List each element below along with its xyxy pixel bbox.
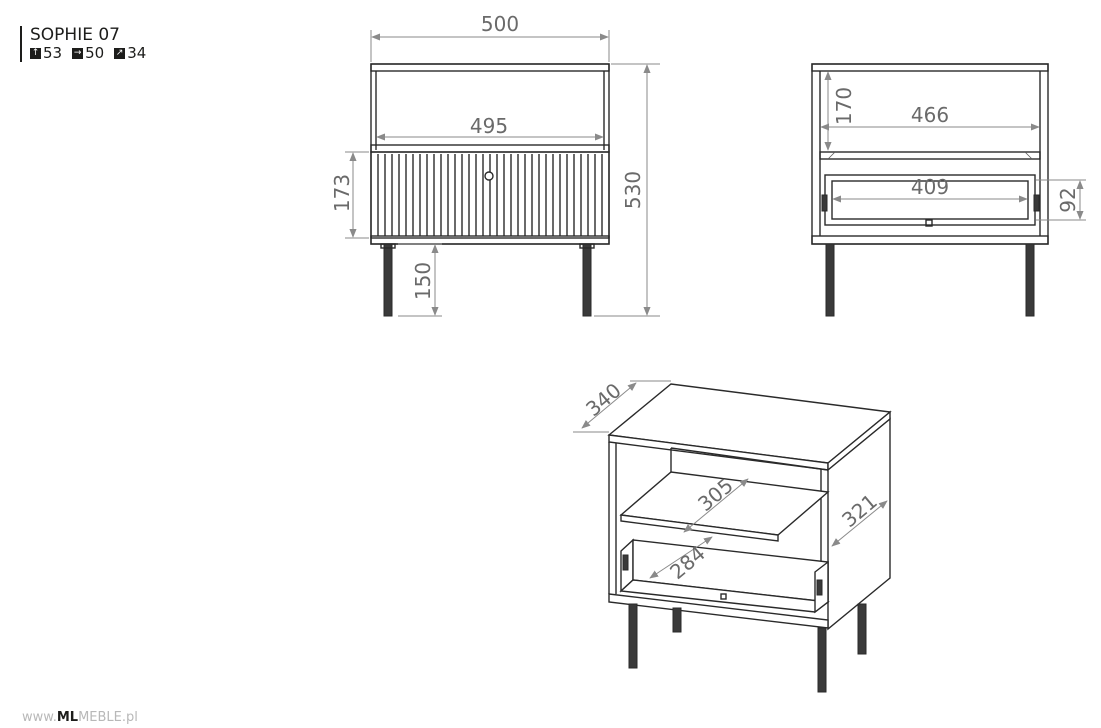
drawer-knob [484, 171, 494, 181]
front-inner-width-label: 495 [470, 114, 508, 138]
depth-value: 34 [127, 44, 147, 62]
total-height-label: 530 [621, 171, 645, 209]
perspective-leg-1 [628, 603, 638, 669]
right-arrow-icon: → [72, 47, 84, 59]
open-shelf [819, 151, 1041, 160]
perspective-leg-3 [672, 607, 682, 633]
front-view: 500 495 173 530 150 [330, 12, 660, 317]
open-leg-right [1025, 243, 1035, 317]
model-name: SOPHIE 07 [30, 25, 120, 45]
depth-summary: ↗ 34 [114, 44, 146, 62]
shelf-height-label: 170 [832, 87, 856, 125]
side-open-view: 170 466 409 92 [811, 63, 1086, 317]
drawer-height-label: 173 [330, 174, 354, 212]
perspective-view: 340 305 284 321 [573, 378, 892, 693]
drawer-front-outline [370, 151, 610, 239]
front-leg-left [383, 243, 393, 317]
perspective-leg-4 [857, 603, 867, 655]
leg-height-label: 150 [411, 262, 435, 300]
height-value: 53 [43, 44, 63, 62]
footer-prefix: www. [22, 710, 57, 725]
front-drawer-slats [370, 151, 610, 239]
drawer-inner-height-label: 92 [1056, 187, 1080, 212]
front-bottom-board [370, 235, 610, 245]
front-width-label: 500 [481, 12, 519, 36]
footer-suffix: MEBLE.pl [78, 710, 138, 725]
drawer-inner-width-label: 409 [911, 175, 949, 199]
footer-brand: www.MLMEBLE.pl [22, 710, 138, 725]
depth-label: 340 [581, 378, 626, 421]
diagonal-arrow-icon: ↗ [114, 47, 126, 59]
up-arrow-icon: ↑ [30, 47, 41, 59]
front-top-board [370, 63, 610, 72]
front-leg-right [582, 243, 592, 317]
height-summary: ↑ 53 [30, 44, 62, 62]
product-header: SOPHIE 07 ↑ 53 → 50 ↗ 34 [20, 26, 146, 62]
footer-brand-bold: ML [56, 710, 79, 725]
width-summary: → 50 [72, 44, 104, 62]
front-shelf [370, 144, 610, 153]
size-summary: ↑ 53 → 50 ↗ 34 [30, 44, 146, 62]
back-inner-width-label: 466 [911, 103, 949, 127]
open-leg-left [825, 243, 835, 317]
width-value: 50 [85, 44, 105, 62]
perspective-leg-2 [817, 627, 827, 693]
perspective-bottom [608, 593, 829, 629]
